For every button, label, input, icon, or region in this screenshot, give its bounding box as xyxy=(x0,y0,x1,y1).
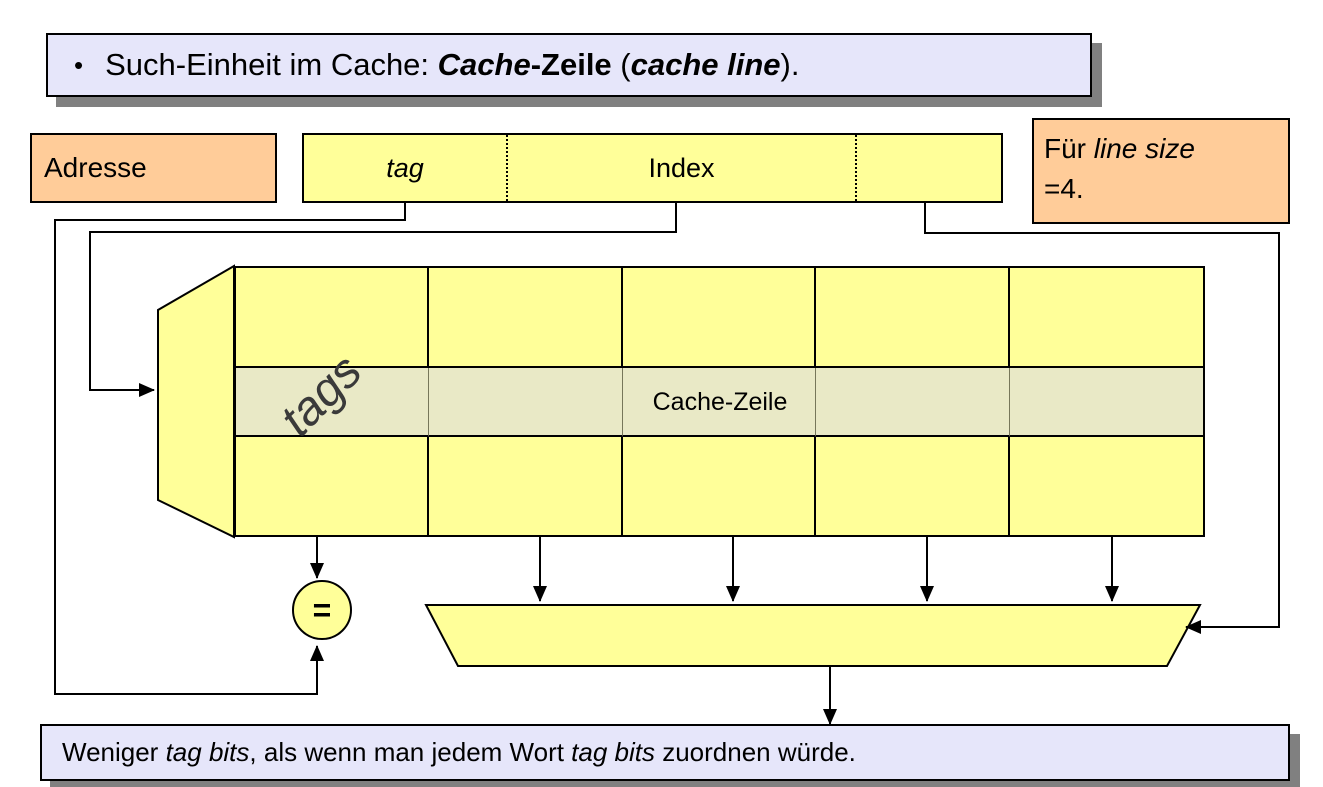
address-field-index: Index xyxy=(506,135,855,201)
title-box: • Such-Einheit im Cache: Cache-Zeile (ca… xyxy=(46,33,1092,97)
mux-trapezoid xyxy=(424,604,1202,667)
page-title: Such-Einheit im Cache: Cache-Zeile (cach… xyxy=(105,47,799,83)
title-run-cache: Cache xyxy=(437,47,531,82)
footer-run1: Weniger xyxy=(62,737,166,767)
cache-cell xyxy=(1009,268,1203,368)
cache-cell xyxy=(623,437,817,535)
title-run-paren-open: ( xyxy=(611,47,631,82)
address-field-tag: tag xyxy=(304,135,506,201)
address-field-offset xyxy=(855,135,1001,201)
line-size-note-box: Für line size =4. xyxy=(1032,118,1290,224)
tag-field-label: tag xyxy=(386,152,424,183)
line-size-note-line1: Für line size xyxy=(1044,129,1288,169)
footer-run2: tag bits xyxy=(165,737,250,767)
note-run-italic: line size xyxy=(1093,133,1195,164)
cache-line-row-cell xyxy=(1009,368,1203,437)
address-bar: tag Index xyxy=(302,133,1003,203)
footer-run3: , als wenn man jedem Wort xyxy=(249,737,572,767)
cache-cell xyxy=(622,268,817,368)
address-label-box: Adresse xyxy=(30,133,277,203)
cache-line-label: Cache-Zeile xyxy=(652,388,788,416)
title-run-zeile: -Zeile xyxy=(530,47,612,82)
footer-box: Weniger tag bits, als wenn man jedem Wor… xyxy=(40,724,1290,781)
cache-cell xyxy=(236,437,430,535)
comparator-equals-label: = xyxy=(312,591,332,628)
cache-cell xyxy=(1010,437,1203,535)
note-run-plain: Für xyxy=(1044,133,1094,164)
index-field-label: Index xyxy=(648,152,715,183)
cache-cell xyxy=(429,437,623,535)
cache-cell xyxy=(816,437,1010,535)
title-run-cacheline: cache line xyxy=(630,47,781,82)
footer-run4: tag bits xyxy=(571,737,655,767)
bullet-icon: • xyxy=(74,49,84,80)
line-size-note-line2: =4. xyxy=(1044,173,1084,204)
footer-text: Weniger tag bits, als wenn man jedem Wor… xyxy=(62,737,856,768)
cache-line-row-cell xyxy=(429,368,623,437)
row-decoder-trapezoid xyxy=(157,264,235,539)
title-run-plain: Such-Einheit im Cache: xyxy=(105,47,438,82)
cache-cell xyxy=(429,268,623,368)
cache-cell xyxy=(816,268,1010,368)
cache-line-row-cell xyxy=(816,368,1010,437)
address-label: Adresse xyxy=(44,152,147,183)
footer-run5: zuordnen würde. xyxy=(655,737,856,767)
title-run-paren-close: ). xyxy=(780,47,800,82)
